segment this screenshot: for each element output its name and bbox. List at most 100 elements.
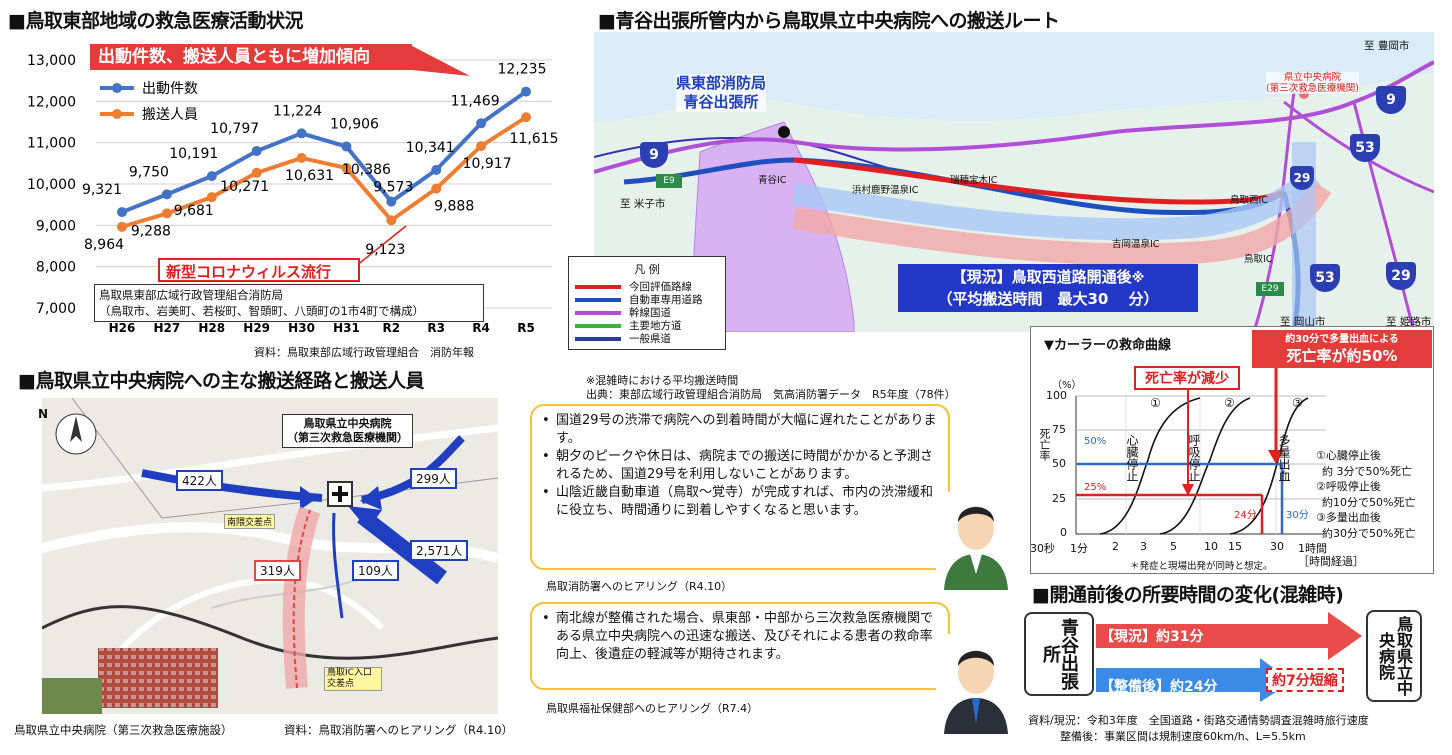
place-aoya-ic: 青谷IC (758, 175, 787, 186)
map-hospital-line1: 鳥取県立中央病院 (303, 417, 392, 430)
legend-label: 幹線国道 (629, 307, 671, 319)
data-label: 9,321 (82, 182, 122, 198)
data-label: 10,797 (210, 121, 259, 137)
y-tick-label: 7,000 (36, 301, 76, 317)
legend-swatch (575, 297, 621, 302)
hearing-item: 南北線が整備された場合、県東部・中部から三次救急医療機関である県立中央病院への迅… (542, 610, 940, 664)
legend-label: 自動車専用道路 (629, 294, 703, 306)
data-point (341, 141, 352, 152)
carler-ytick-100: 100 (1046, 389, 1067, 402)
route-shield-e29: E29 (1256, 282, 1284, 296)
curve-label-breath: 呼吸停止 (1187, 434, 1201, 482)
data-label: 10,271 (220, 179, 269, 195)
org-note-line2: （鳥取市、岩美町、若桜町、智頭町、八頭町の1市4町で構成） (99, 304, 425, 318)
x-tick-label: H26 (109, 321, 136, 335)
x-tick-label: H31 (333, 321, 360, 335)
carler-footnote: ＊発症と現場出発が同時と想定。 (1130, 561, 1273, 572)
legend-marker (112, 109, 122, 119)
legend-swatch (575, 336, 621, 341)
current-banner-line2: （平均搬送時間 最大30 分） (937, 290, 1159, 308)
legend-row: 一般県道 (575, 332, 719, 345)
legend-row: 主要地方道 (575, 319, 719, 332)
x-tick-label: R3 (427, 321, 445, 335)
legend-swatch (575, 284, 621, 289)
data-label: 10,341 (406, 140, 455, 156)
data-label: 10,386 (342, 162, 391, 178)
data-label: 9,123 (365, 242, 405, 258)
spot-nankuma: 南隈交差点 (224, 514, 276, 529)
x-tick-label: R5 (517, 321, 535, 335)
data-point (117, 221, 127, 232)
data-label: 8,964 (84, 237, 124, 253)
data-label: 9,888 (434, 199, 474, 215)
data-label: 10,906 (330, 117, 379, 133)
carler-ytick-25: 25 (1052, 492, 1066, 505)
map-source: 資料：鳥取消防署へのヒアリング（R4.10） (284, 723, 514, 737)
place-toyooka: 至 豊岡市 (1364, 40, 1410, 52)
data-point (296, 152, 307, 163)
trend-banner: 出動件数、搬送人員ともに増加傾向 (90, 44, 412, 70)
carler-xtick-10: 10 (1204, 540, 1218, 553)
route-shield-e9: E9 (656, 174, 682, 188)
carler-50-line1: 約30分で多量出血による (1285, 334, 1399, 345)
covid-pointer (355, 225, 407, 267)
carler-y-label: 死亡率 (1038, 428, 1051, 461)
route-legend: 凡 例 今回評価路線自動車専用道路幹線国道主要地方道一般県道 (568, 256, 726, 350)
legend-title: 凡 例 (634, 263, 660, 276)
data-point (476, 141, 487, 152)
y-tick-label: 10,000 (27, 177, 76, 193)
carler-xtick-30s: 30秒 (1030, 542, 1055, 555)
carler-reduce-callout: 死亡率が減少 (1134, 366, 1240, 390)
data-point (386, 196, 397, 207)
curve-label-bleed: 多量出血 (1277, 434, 1291, 482)
legend-swatch (575, 310, 621, 315)
data-point (206, 171, 217, 182)
data-point (386, 215, 397, 226)
data-label: 11,469 (451, 93, 500, 109)
from-node-aoya: 青谷出張所 (1024, 612, 1094, 696)
station-label-line1: 県東部消防局 (676, 74, 767, 92)
hearing-bubble-1: 国道29号の渋滞で病院への到着時間が大幅に遅れたことがあります。朝夕のピークや休… (530, 404, 950, 570)
legend-label: 主要地方道 (629, 320, 682, 332)
hearing-bubble-2: 南北線が整備された場合、県東部・中部から三次救急医療機関である県立中央病院への迅… (530, 602, 950, 690)
carler-xtick-1m: 1分 (1070, 542, 1088, 555)
flow-299: 299人 (410, 468, 457, 489)
time-arrows (1096, 612, 1362, 702)
left-chart-heading: ■鳥取東部地域の救急医療活動状況 (8, 10, 303, 32)
flow-2571: 2,571人 (410, 540, 469, 561)
carler-mark-25: 25% (1084, 482, 1107, 493)
legend-label: 今回評価路線 (629, 281, 692, 293)
route-shield-29-north: 29 (1290, 166, 1314, 190)
legend-row: 幹線国道 (575, 306, 719, 319)
carler-xtick-5: 5 (1170, 540, 1177, 553)
carler-ytick-0: 0 (1060, 526, 1067, 539)
carler-xtick-15: 15 (1228, 540, 1242, 553)
x-tick-label: H30 (288, 321, 315, 335)
station-label: 県東部消防局 青谷出張所 (676, 74, 767, 112)
legend-marker (112, 83, 122, 93)
time-change-heading: ■開通前後の所要時間の変化(混雑時) (1032, 584, 1344, 606)
to-node-hospital: 鳥取県立中央病院 (1366, 610, 1422, 702)
x-tick-label: H27 (154, 321, 181, 335)
x-tick-label: R2 (383, 321, 401, 335)
covid-note: 新型コロナウィルス流行 (158, 258, 360, 282)
left-chart-source: 資料：鳥取東部広域行政管理組合 消防年報 (254, 346, 474, 359)
hearing-item: 山陰近畿自動車道（鳥取～覚寺）が完成すれば、市内の渋滞緩和に役立ち、時間通りに到… (542, 484, 940, 520)
route-note-1: ※混雑時における平均搬送時間 (586, 374, 739, 387)
carler-title: ▼カーラーの救命曲線 (1044, 338, 1171, 353)
legend-label: 搬送人員 (142, 107, 198, 123)
current-route-banner: 【現況】鳥取西道路開通後※ （平均搬送時間 最大30 分） (898, 264, 1198, 312)
carler-graph (1075, 368, 1326, 535)
carler-mark-24: 24分 (1234, 510, 1257, 521)
data-label: 9,750 (129, 164, 169, 180)
carler-xtick-30: 30 (1270, 540, 1284, 553)
carler-explain-line: ①心臓停止後 (1316, 449, 1381, 462)
place-tottori-ic: 鳥取IC (1244, 254, 1273, 265)
time-source-1: 資料/現況：令和3年度 全国道路・街路交通情勢調査混雑時旅行速度 (1028, 714, 1369, 727)
data-point (296, 128, 307, 139)
route-hospital-label: 県立中央病院 (第三次救急医療機関) (1266, 72, 1359, 94)
data-label: 9,573 (373, 180, 413, 196)
carler-y-unit: （%） (1052, 380, 1082, 391)
route-hospital-line1: 県立中央病院 (1283, 72, 1341, 83)
curve-num-1: ① (1150, 396, 1161, 410)
